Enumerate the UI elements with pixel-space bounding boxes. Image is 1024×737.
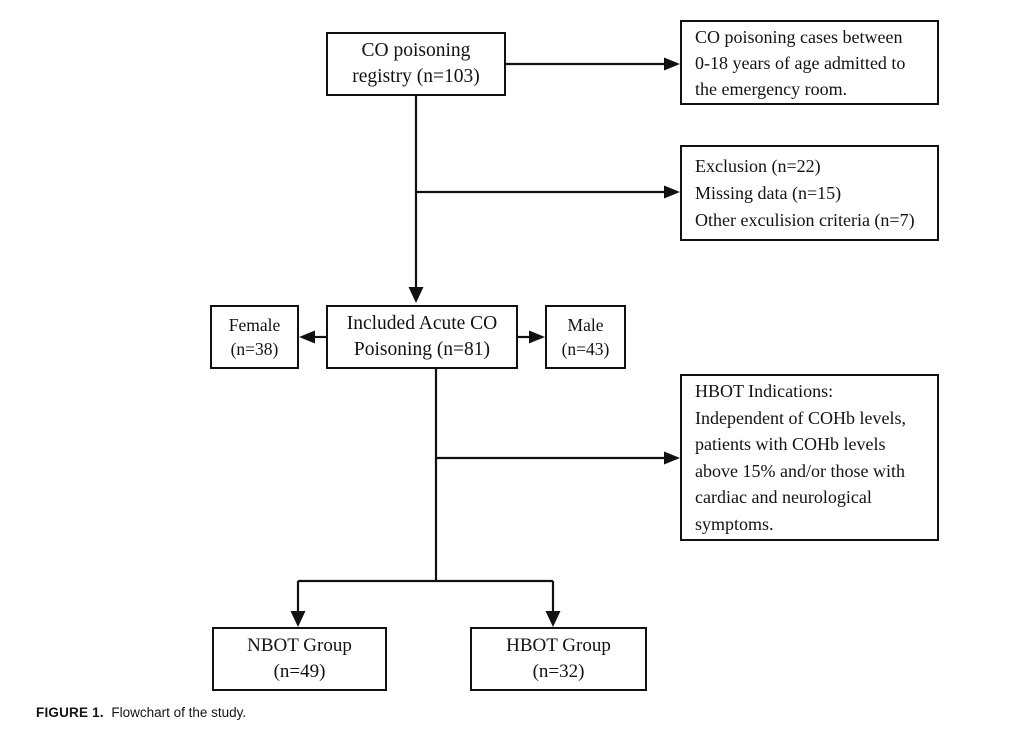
- figure-caption-label: FIGURE 1.: [36, 705, 104, 720]
- node-hbot-group-line2: (n=32): [532, 661, 585, 682]
- arrowhead-hbot-group: [545, 611, 561, 627]
- arrowhead-male: [529, 330, 545, 344]
- node-co-poisoning-registry: CO poisoning registry (n=103): [326, 32, 506, 96]
- node-exclusion-line3: Other exculision criteria (n=7): [695, 209, 915, 230]
- node-inclusion-line1: CO poisoning cases between: [695, 26, 903, 47]
- node-female-line2: (n=38): [230, 339, 279, 359]
- node-female-line1: Female: [228, 315, 281, 335]
- node-hbot-indications-line1: HBOT Indications:: [695, 381, 834, 401]
- node-inclusion-line3: the emergency room.: [695, 78, 848, 99]
- node-included-acute-co-poisoning: Included Acute CO Poisoning (n=81): [326, 305, 518, 369]
- node-female: Female (n=38): [210, 305, 299, 369]
- node-male: Male (n=43): [545, 305, 626, 369]
- node-included-line2: Poisoning (n=81): [353, 339, 491, 360]
- arrowhead-inclusion: [664, 57, 680, 71]
- node-inclusion-line2: 0-18 years of age admitted to: [695, 52, 906, 73]
- node-nbot-group-line2: (n=49): [273, 661, 326, 682]
- node-hbot-indications-line2: Independent of COHb levels,: [695, 407, 906, 428]
- node-registry-line2: registry (n=103): [352, 66, 480, 87]
- node-male-line2: (n=43): [561, 339, 610, 359]
- arrowhead-included: [408, 287, 424, 303]
- node-hbot-indications-line6: symptoms.: [695, 513, 774, 534]
- node-exclusion-criteria: Exclusion (n=22) Missing data (n=15) Oth…: [680, 145, 939, 241]
- node-hbot-indications-line3: patients with COHb levels: [695, 434, 886, 454]
- figure-caption: FIGURE 1. Flowchart of the study.: [36, 705, 246, 720]
- node-hbot-indications-line5: cardiac and neurological: [695, 487, 872, 507]
- node-registry-line1: CO poisoning: [361, 40, 471, 61]
- node-inclusion-criteria: CO poisoning cases between 0-18 years of…: [680, 20, 939, 105]
- arrowhead-female: [299, 330, 315, 344]
- node-hbot-group-line1: HBOT Group: [506, 635, 611, 656]
- node-included-line1: Included Acute CO: [346, 313, 498, 334]
- node-hbot-indications-line4: above 15% and/or those with: [695, 460, 905, 481]
- node-hbot-group: HBOT Group (n=32): [470, 627, 647, 691]
- node-nbot-group-line1: NBOT Group: [247, 635, 352, 656]
- node-exclusion-line2: Missing data (n=15): [695, 182, 842, 203]
- node-nbot-group: NBOT Group (n=49): [212, 627, 387, 691]
- arrowhead-nbot-group: [290, 611, 306, 627]
- figure-caption-body: Flowchart of the study.: [111, 705, 247, 720]
- node-male-line1: Male: [567, 315, 604, 335]
- node-exclusion-line1: Exclusion (n=22): [695, 155, 821, 176]
- arrowhead-exclusion: [664, 185, 680, 199]
- arrowhead-hbot-indications: [664, 451, 680, 465]
- node-hbot-indications: HBOT Indications: Independent of COHb le…: [680, 374, 939, 541]
